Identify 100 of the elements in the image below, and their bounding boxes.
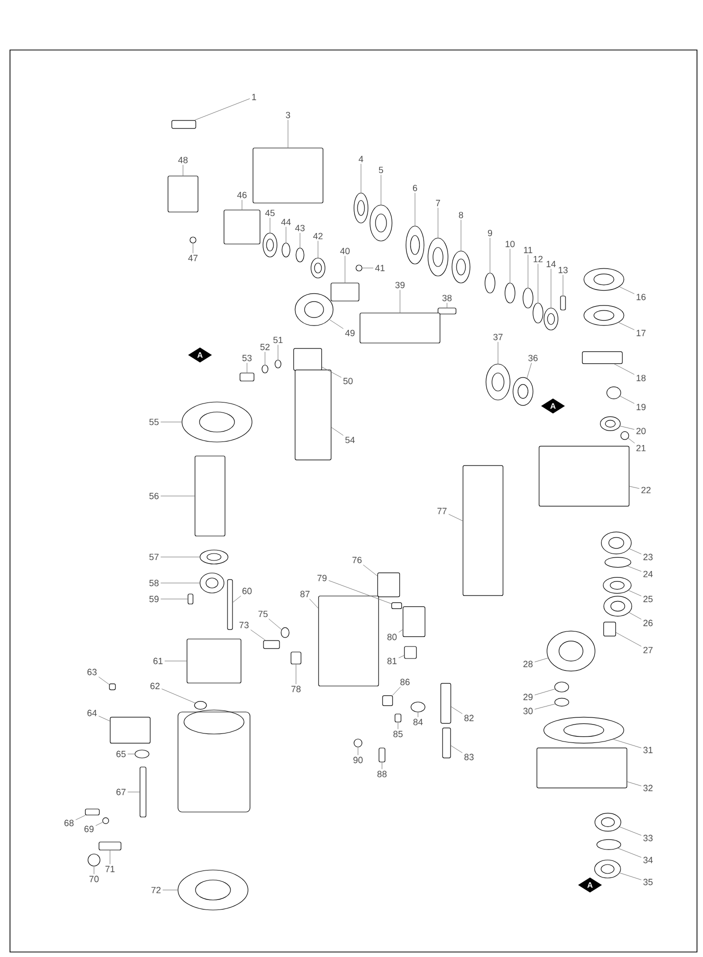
leader-line xyxy=(75,815,86,820)
leader-line xyxy=(250,630,266,641)
leader-line xyxy=(618,848,642,858)
leader-line xyxy=(98,676,110,685)
part-drawing xyxy=(512,377,534,406)
leader-line xyxy=(164,660,187,662)
part-drawing xyxy=(620,431,630,440)
leader-line xyxy=(619,826,642,836)
callout-number: 20 xyxy=(636,428,646,434)
part-drawing xyxy=(382,695,393,706)
leader-line xyxy=(331,427,344,436)
part-drawing xyxy=(544,308,558,330)
leader-line xyxy=(264,352,266,365)
callout-number: 16 xyxy=(636,294,646,300)
part-drawing xyxy=(410,702,426,712)
part-drawing xyxy=(504,282,516,304)
callout-number: 72 xyxy=(151,886,161,894)
callout-number: 23 xyxy=(643,554,653,560)
callout-number: 26 xyxy=(643,620,653,626)
callout-number: 67 xyxy=(116,788,126,796)
part-drawing xyxy=(178,870,248,910)
part-drawing xyxy=(354,192,368,224)
leader-line xyxy=(160,582,200,584)
part-drawing xyxy=(360,312,440,344)
part-drawing xyxy=(594,812,622,832)
callout-number: 44 xyxy=(281,218,291,226)
callout-number: 86 xyxy=(400,678,410,686)
leader-line xyxy=(534,704,556,710)
callout-number: 25 xyxy=(643,596,653,602)
part-drawing xyxy=(532,302,544,324)
part-drawing xyxy=(428,238,448,276)
part-drawing xyxy=(140,766,146,818)
callout-number: 75 xyxy=(258,610,268,618)
part-drawing xyxy=(452,250,470,284)
callout-number: 19 xyxy=(636,404,646,410)
callout-number: 60 xyxy=(242,588,252,594)
leader-line xyxy=(626,781,642,786)
leader-line xyxy=(363,564,378,576)
part-drawing xyxy=(168,176,198,212)
leader-line xyxy=(628,612,642,620)
leader-line xyxy=(360,164,362,193)
callout-number: 11 xyxy=(524,246,532,254)
part-drawing xyxy=(440,683,452,724)
part-drawing xyxy=(330,282,360,302)
callout-number: 34 xyxy=(643,856,653,864)
callout-number: 48 xyxy=(178,156,188,164)
callout-number: 85 xyxy=(393,730,403,738)
part-drawing xyxy=(596,839,622,850)
leader-line xyxy=(616,632,642,647)
leader-line xyxy=(526,362,532,378)
part-drawing xyxy=(554,682,569,692)
callout-number: 81 xyxy=(387,658,397,664)
callout-number: 88 xyxy=(377,770,387,778)
part-drawing xyxy=(406,226,424,264)
part-drawing xyxy=(582,351,623,364)
leader-line xyxy=(95,822,103,826)
leader-line xyxy=(620,396,635,404)
callout-number: 9 xyxy=(488,230,492,236)
part-drawing xyxy=(604,557,632,568)
part-drawing xyxy=(182,402,252,442)
part-drawing xyxy=(522,288,534,308)
callout-number: 30 xyxy=(523,708,533,714)
callout-number: 63 xyxy=(87,668,97,676)
leader-line xyxy=(98,716,110,722)
callout-number: 87 xyxy=(300,590,310,598)
callout-number: 57 xyxy=(149,554,159,560)
callout-number: 29 xyxy=(523,694,533,700)
callout-number: 13 xyxy=(558,266,568,274)
leader-line xyxy=(628,438,635,444)
callout-number: 46 xyxy=(237,192,247,198)
leader-line xyxy=(398,629,403,633)
callout-number: 53 xyxy=(242,354,252,362)
part-drawing xyxy=(109,684,116,690)
part-drawing xyxy=(188,594,194,604)
callout-number: 10 xyxy=(506,240,515,248)
part-drawing xyxy=(442,728,451,758)
part-drawing xyxy=(603,622,616,636)
callout-number: 8 xyxy=(458,212,464,218)
leader-line xyxy=(161,688,196,704)
leader-line xyxy=(448,514,463,522)
callout-number: 24 xyxy=(643,570,653,578)
callout-number: 38 xyxy=(442,294,452,302)
part-drawing xyxy=(85,808,100,816)
callout-number: 64 xyxy=(87,710,97,716)
part-drawing xyxy=(462,465,504,596)
leader-line xyxy=(414,192,416,226)
part-drawing xyxy=(546,630,596,672)
callout-number: 54 xyxy=(345,436,355,444)
callout-number: 18 xyxy=(636,374,646,382)
leader-line xyxy=(392,686,401,696)
part-drawing xyxy=(172,120,196,129)
callout-number: 80 xyxy=(387,634,397,640)
callout-number: 36 xyxy=(528,354,538,362)
leader-line xyxy=(620,426,635,430)
callout-number: 31 xyxy=(643,746,653,754)
part-drawing xyxy=(486,364,510,400)
callout-number: 42 xyxy=(313,232,323,240)
callout-number: 3 xyxy=(286,112,290,118)
part-drawing xyxy=(584,305,624,326)
callout-number: 61 xyxy=(153,658,163,664)
